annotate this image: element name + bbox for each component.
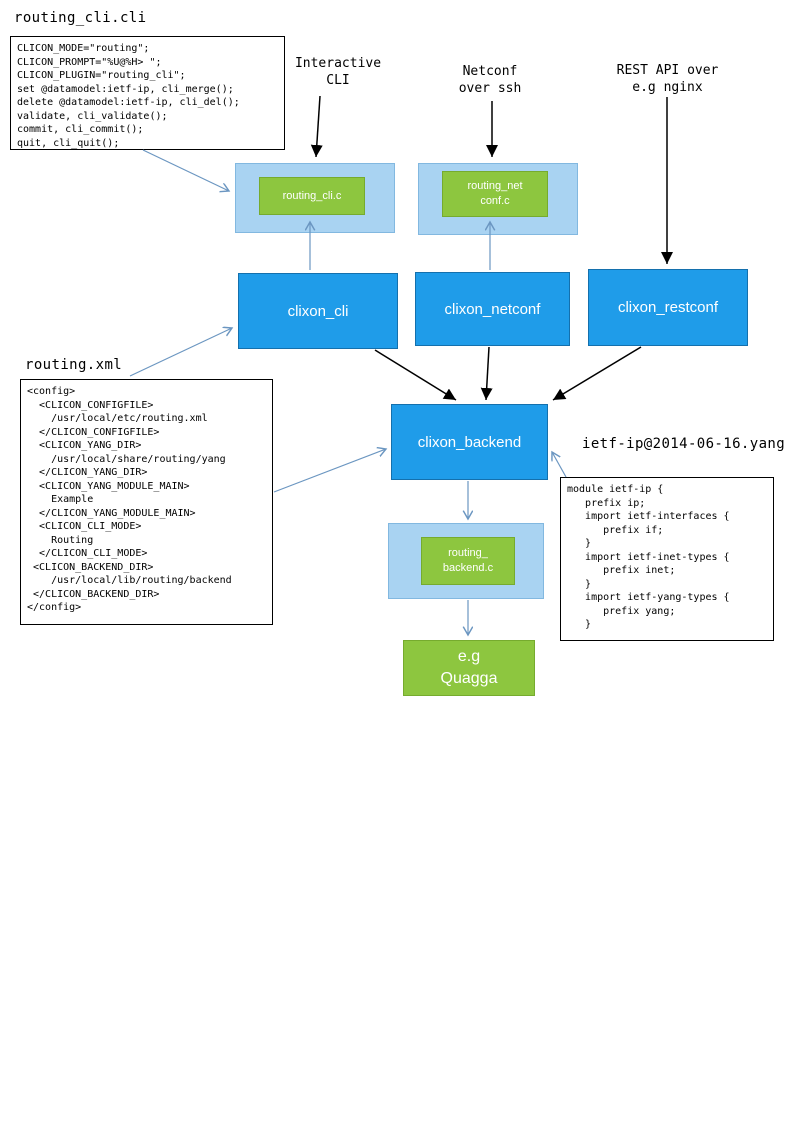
rest-api-caption: REST API over e.g nginx <box>616 63 719 95</box>
routing-cli-code-box: CLICON_MODE="routing"; CLICON_PROMPT="%U… <box>10 36 285 150</box>
arrow-routing-xml-to-clixon-backend <box>273 449 386 493</box>
quagga-label: e.g Quagga <box>440 648 498 687</box>
routing-cli-file-label: routing_cli.cli <box>14 10 147 26</box>
quagga-node: e.g Quagga <box>403 640 535 696</box>
clixon-cli-label: clixon_cli <box>287 302 349 320</box>
routing-cli-plugin-label: routing_cli.c <box>282 189 342 202</box>
routing-netconf-plugin-node: routing_net conf.c <box>442 171 548 217</box>
routing-xml-code-box: <config> <CLICON_CONFIGFILE> /usr/local/… <box>20 379 273 625</box>
arrow-yang-module-to-clixon-backend <box>552 452 567 478</box>
clixon-netconf-node: clixon_netconf <box>415 272 570 346</box>
clixon-netconf-label: clixon_netconf <box>444 300 541 318</box>
arrow-routing-xml-to-clixon-cli <box>129 328 232 377</box>
arrow-clixon-cli-to-clixon-backend <box>374 349 457 401</box>
clixon-cli-node: clixon_cli <box>238 273 398 349</box>
yang-module-code-box: module ietf-ip { prefix ip; import ietf-… <box>560 477 774 641</box>
arrow-interactive-cli-to-routing-cli-plugin <box>310 95 323 158</box>
arrow-clixon-netconf-to-clixon-backend <box>480 346 493 401</box>
clixon-backend-node: clixon_backend <box>391 404 548 480</box>
clixon-restconf-label: clixon_restconf <box>617 299 719 316</box>
routing-cli-plugin-node: routing_cli.c <box>259 177 365 215</box>
interactive-cli-caption: Interactive CLI <box>294 56 382 88</box>
arrow-clixon-restconf-to-clixon-backend <box>552 346 642 401</box>
routing-backend-plugin-node: routing_ backend.c <box>421 537 515 585</box>
routing-netconf-plugin-label: routing_net conf.c <box>467 180 523 207</box>
yang-file-label: ietf-ip@2014-06-16.yang <box>582 436 786 452</box>
clixon-backend-label: clixon_backend <box>417 433 522 451</box>
arrow-routing-cli-file-to-plugin-box <box>142 149 229 191</box>
routing-xml-file-label: routing.xml <box>25 357 123 373</box>
netconf-over-ssh-caption: Netconf over ssh <box>458 64 522 96</box>
routing-backend-plugin-label: routing_ backend.c <box>442 547 494 574</box>
clixon-restconf-node: clixon_restconf <box>588 269 748 346</box>
